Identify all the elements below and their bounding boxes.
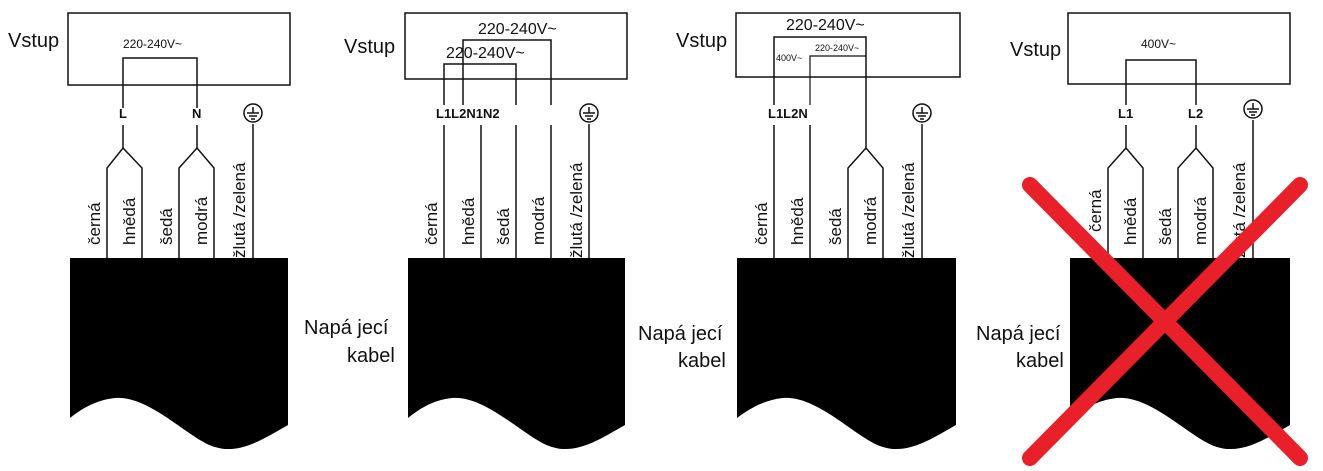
supply-loop-outer — [462, 39, 552, 105]
terminal-l: L — [119, 106, 127, 121]
wire-label-blue: modrá — [1191, 196, 1210, 245]
cable-body — [737, 258, 956, 450]
ground-icon — [579, 103, 599, 123]
voltage-outer: 220-240V~ — [786, 17, 865, 34]
supply-loop-inner — [443, 63, 517, 105]
voltage-outer: 220-240V~ — [123, 37, 182, 51]
wire-label-gray: šedá — [1156, 208, 1175, 245]
wire-label-yellow-green: žlutá /zelená — [899, 162, 918, 258]
input-label: Vstup — [344, 36, 395, 58]
voltage-outer: 400V~ — [1141, 37, 1176, 51]
wire-label-yellow-green: žlutá /zelená — [230, 162, 249, 258]
terminals: L1L2N1N2 — [436, 106, 500, 121]
wire-label-blue: modrá — [529, 196, 548, 245]
wire-label-gray: šedá — [157, 208, 176, 245]
terminal-l1: L1 — [1118, 106, 1133, 121]
input-label: Vstup — [8, 30, 59, 52]
input-box — [735, 12, 961, 78]
cable-label-2: kabel — [1016, 350, 1064, 372]
cable-label-1: Napá jecí — [304, 317, 389, 339]
ground-icon — [912, 103, 932, 123]
wire-label-brown: hnědá — [1121, 197, 1140, 245]
wire-label-black: černá — [85, 202, 104, 245]
wire-label-brown: hnědá — [459, 197, 478, 245]
diagram-3: Vstup 220-240V~ 400V~ 220-240V~ L1L2N če… — [638, 12, 961, 450]
wire-label-brown: hnědá — [120, 197, 139, 245]
voltage-outer: 220-240V~ — [478, 21, 557, 38]
wire-label-brown: hnědá — [788, 197, 807, 245]
wire-label-black: černá — [422, 202, 441, 245]
wire-label-gray: šedá — [494, 208, 513, 245]
wire-label-gray: šedá — [826, 208, 845, 245]
wire-label-black: černá — [752, 202, 771, 245]
wire-label-blue: modrá — [861, 196, 880, 245]
supply-loop — [122, 57, 198, 108]
terminal-n: N — [192, 106, 201, 121]
voltage-inner: 220-240V~ — [815, 43, 859, 53]
ground-icon — [1243, 99, 1263, 119]
terminal-l2: L2 — [1188, 106, 1203, 121]
cable-label-2: kabel — [347, 345, 395, 367]
input-label: Vstup — [1010, 39, 1061, 61]
supply-loop — [1125, 59, 1197, 105]
voltage-inner: 220-240V~ — [446, 45, 525, 62]
input-box — [1067, 12, 1291, 85]
cable-label-1: Napá jecí — [638, 323, 723, 345]
cable-label-2: kabel — [678, 350, 726, 372]
supply-loop-outer — [773, 36, 867, 105]
diagram-1: Vstup 220-240V~ L N černá hnědá šedá mod… — [8, 12, 291, 450]
wire-label-yellow-green: žlutá /zelená — [567, 162, 586, 258]
diagram-2: Vstup 220-240V~ 220-240V~ L1L2N1N2 černá… — [304, 12, 628, 450]
cable-body — [408, 258, 625, 450]
ground-icon — [243, 103, 263, 123]
input-label: Vstup — [676, 30, 727, 52]
red-x-mark — [1022, 177, 1308, 466]
terminals: L1L2N — [768, 106, 808, 121]
supply-loop-inner — [809, 55, 866, 105]
wire-label-blue: modrá — [192, 196, 211, 245]
voltage-small-400: 400V~ — [776, 53, 802, 63]
diagram-4: Vstup 400V~ L1 L2 černá hnědá šedá modrá… — [976, 12, 1308, 466]
cable-body — [70, 258, 288, 450]
cable-label-1: Napá jecí — [976, 323, 1061, 345]
input-box — [67, 12, 291, 86]
wire-label-black: černá — [1086, 189, 1105, 232]
